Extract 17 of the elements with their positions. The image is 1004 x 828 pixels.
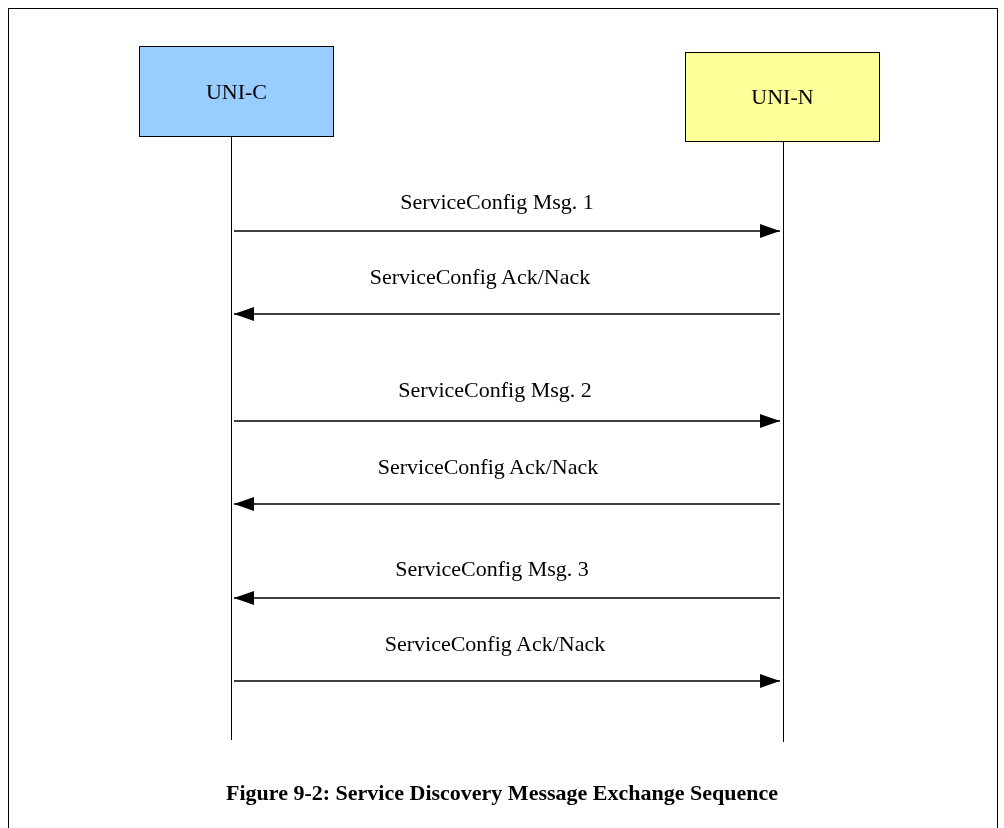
message-arrow	[233, 414, 781, 428]
figure-caption: Figure 9-2: Service Discovery Message Exchange Sequence	[226, 780, 778, 805]
lifeline	[780, 141, 786, 742]
lifeline	[228, 136, 234, 740]
message-arrow	[233, 674, 781, 688]
message-label: ServiceConfig Msg. 1	[400, 189, 594, 215]
message-label: ServiceConfig Msg. 2	[398, 377, 592, 403]
message-arrow	[233, 591, 781, 605]
message-label: ServiceConfig Ack/Nack	[369, 264, 591, 290]
message-arrow	[233, 497, 781, 511]
message-label: ServiceConfig Ack/Nack	[377, 454, 599, 480]
message-label: ServiceConfig Ack/Nack	[384, 631, 606, 657]
participant-box: UNI-C	[139, 46, 334, 137]
message-label: ServiceConfig Msg. 3	[395, 556, 589, 582]
message-arrow	[233, 307, 781, 321]
message-arrow	[233, 224, 781, 238]
participant-box: UNI-N	[685, 52, 880, 142]
